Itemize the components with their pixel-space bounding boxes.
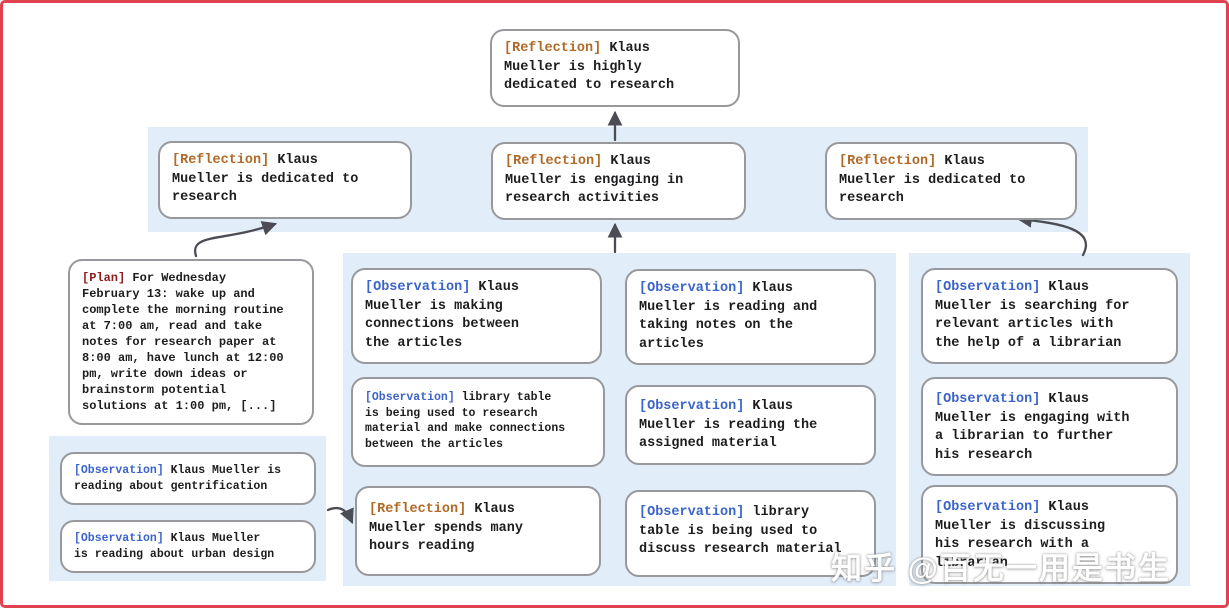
memory-node-observation-library-discuss: [Observation] library table is being use… (625, 490, 876, 577)
reflection-tag: [Reflection] (839, 154, 937, 169)
memory-text: Klaus Mueller is discussing his research… (935, 500, 1106, 571)
memory-text: Klaus Mueller is dedicated to research (839, 154, 1026, 206)
memory-node-reflection-left: [Reflection] Klaus Mueller is dedicated … (158, 141, 412, 219)
memory-node-reflection-right: [Reflection] Klaus Mueller is dedicated … (825, 142, 1077, 220)
zhihu-watermark: 知乎 @百无一用是书生 (831, 551, 1171, 586)
observation-tag: [Observation] (935, 392, 1041, 407)
memory-text: For Wednesday February 13: wake up and c… (82, 271, 284, 413)
memory-node-reflection-hours-reading: [Reflection] Klaus Mueller spends many h… (355, 486, 601, 576)
memory-text: Klaus Mueller is engaging in research ac… (505, 154, 684, 206)
observation-tag: [Observation] (935, 500, 1041, 515)
memory-text: Klaus Mueller is reading about gentrific… (74, 464, 282, 493)
observation-tag: [Observation] (639, 505, 745, 520)
reflection-tag: [Reflection] (504, 41, 602, 56)
observation-tag: [Observation] (639, 281, 745, 296)
memory-text: library table is being used to discuss r… (639, 505, 842, 557)
memory-node-observation-taking-notes: [Observation] Klaus Mueller is reading a… (625, 269, 876, 365)
plan-tag: [Plan] (82, 271, 126, 285)
memory-text: library table is being used to research … (365, 391, 566, 451)
observation-tag: [Observation] (74, 464, 164, 477)
memory-text: Klaus Mueller is making connections betw… (365, 280, 519, 351)
memory-node-reflection-root: [Reflection] Klaus Mueller is highly ded… (490, 29, 740, 107)
memory-node-observation-engaging-librarian: [Observation] Klaus Mueller is engaging … (921, 377, 1178, 476)
observation-tag: [Observation] (365, 280, 471, 295)
reflection-tag: [Reflection] (505, 154, 603, 169)
memory-text: Klaus Mueller is dedicated to research (172, 153, 359, 205)
memory-node-observation-library-research: [Observation] library table is being use… (351, 377, 605, 467)
observation-tag: [Observation] (639, 399, 745, 414)
memory-text: Klaus Mueller is highly dedicated to res… (504, 41, 675, 93)
memory-text: Klaus Mueller spends many hours reading (369, 502, 523, 554)
observation-tag: [Observation] (74, 532, 164, 545)
memory-text: Klaus Mueller is reading the assigned ma… (639, 399, 818, 451)
memory-node-observation-urban-design: [Observation] Klaus Mueller is reading a… (60, 520, 316, 573)
memory-text: Klaus Mueller is engaging with a librari… (935, 392, 1130, 463)
reflection-tag: [Reflection] (369, 502, 467, 517)
memory-node-observation-assigned-material: [Observation] Klaus Mueller is reading t… (625, 385, 876, 465)
memory-node-observation-searching-articles: [Observation] Klaus Mueller is searching… (921, 268, 1178, 364)
memory-node-observation-gentrification: [Observation] Klaus Mueller is reading a… (60, 452, 316, 505)
memory-node-observation-connections: [Observation] Klaus Mueller is making co… (351, 268, 602, 364)
memory-node-plan: [Plan] For Wednesday February 13: wake u… (68, 259, 314, 425)
reflection-tag: [Reflection] (172, 153, 270, 168)
memory-node-observation-discussing-research: [Observation] Klaus Mueller is discussin… (921, 485, 1178, 584)
memory-text: Klaus Mueller is reading and taking note… (639, 281, 818, 352)
observation-tag: [Observation] (365, 391, 455, 404)
memory-text: Klaus Mueller is reading about urban des… (74, 532, 275, 561)
memory-node-reflection-middle: [Reflection] Klaus Mueller is engaging i… (491, 142, 746, 220)
observation-tag: [Observation] (935, 280, 1041, 295)
memory-text: Klaus Mueller is searching for relevant … (935, 280, 1130, 351)
